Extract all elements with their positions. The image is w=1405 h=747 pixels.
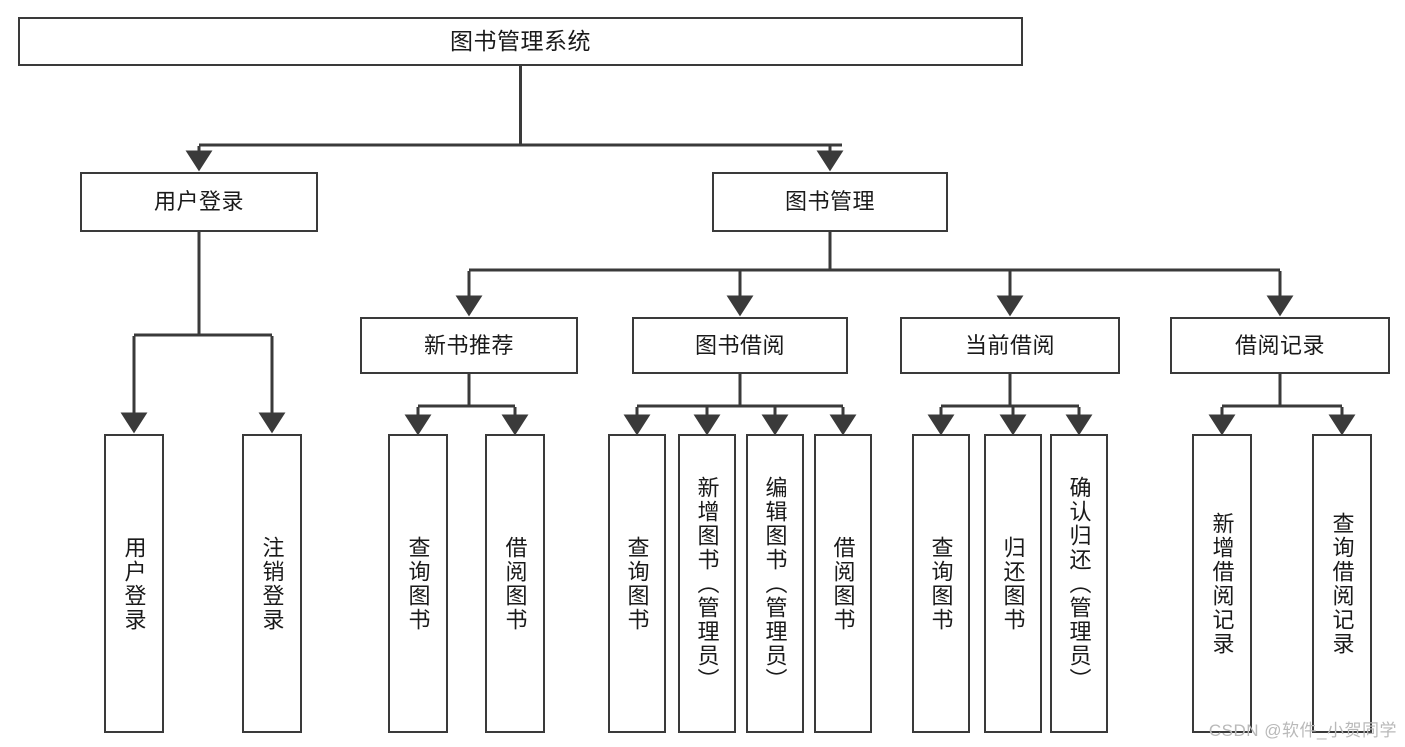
node-leaf-query-borrow-record[interactable]: 查询借阅记录 — [1312, 434, 1372, 733]
csdn-watermark: CSDN @软件_小贺同学 — [1208, 721, 1397, 740]
node-label: 借阅图书 — [502, 535, 528, 632]
node-leaf-return-book[interactable]: 归还图书 — [984, 434, 1042, 733]
node-leaf-query-book-current[interactable]: 查询图书 — [912, 434, 970, 733]
node-book-management[interactable]: 图书管理 — [712, 172, 948, 232]
node-book-borrow[interactable]: 图书借阅 — [632, 317, 848, 374]
node-label: 图书管理 — [784, 189, 875, 215]
node-label: 当前借阅 — [964, 332, 1055, 358]
node-label: 查询图书 — [624, 535, 650, 632]
node-leaf-confirm-return-admin[interactable]: 确认归还（管理员） — [1050, 434, 1108, 733]
node-book-management-system[interactable]: 图书管理系统 — [18, 17, 1023, 66]
node-label: 查询图书 — [405, 535, 431, 632]
node-leaf-query-book-recommend[interactable]: 查询图书 — [388, 434, 448, 733]
node-label: 确认归还（管理员） — [1066, 475, 1092, 692]
node-label: 新书推荐 — [423, 332, 514, 358]
node-leaf-add-borrow-record[interactable]: 新增借阅记录 — [1192, 434, 1252, 733]
node-label: 借阅记录 — [1234, 332, 1325, 358]
node-leaf-edit-book-admin[interactable]: 编辑图书（管理员） — [746, 434, 804, 733]
node-label: 编辑图书（管理员） — [762, 475, 788, 692]
node-leaf-borrow-book[interactable]: 借阅图书 — [814, 434, 872, 733]
node-new-book-recommend[interactable]: 新书推荐 — [360, 317, 578, 374]
node-leaf-query-book-borrow[interactable]: 查询图书 — [608, 434, 666, 733]
node-current-borrow[interactable]: 当前借阅 — [900, 317, 1120, 374]
node-label: 图书管理系统 — [450, 27, 591, 54]
node-label: 用户登录 — [153, 189, 244, 215]
node-label: 用户登录 — [121, 535, 147, 632]
node-leaf-borrow-book-recommend[interactable]: 借阅图书 — [485, 434, 545, 733]
node-leaf-add-book-admin[interactable]: 新增图书（管理员） — [678, 434, 736, 733]
node-borrow-record[interactable]: 借阅记录 — [1170, 317, 1390, 374]
node-label: 注销登录 — [259, 535, 285, 632]
node-label: 查询借阅记录 — [1329, 511, 1355, 656]
node-label: 图书借阅 — [694, 332, 785, 358]
node-label: 查询图书 — [928, 535, 954, 632]
node-label: 新增借阅记录 — [1209, 511, 1235, 656]
node-label: 归还图书 — [1000, 535, 1026, 632]
node-user-login[interactable]: 用户登录 — [80, 172, 318, 232]
node-leaf-logout[interactable]: 注销登录 — [242, 434, 302, 733]
node-label: 新增图书（管理员） — [694, 475, 720, 692]
node-label: 借阅图书 — [830, 535, 856, 632]
node-leaf-user-login[interactable]: 用户登录 — [104, 434, 164, 733]
